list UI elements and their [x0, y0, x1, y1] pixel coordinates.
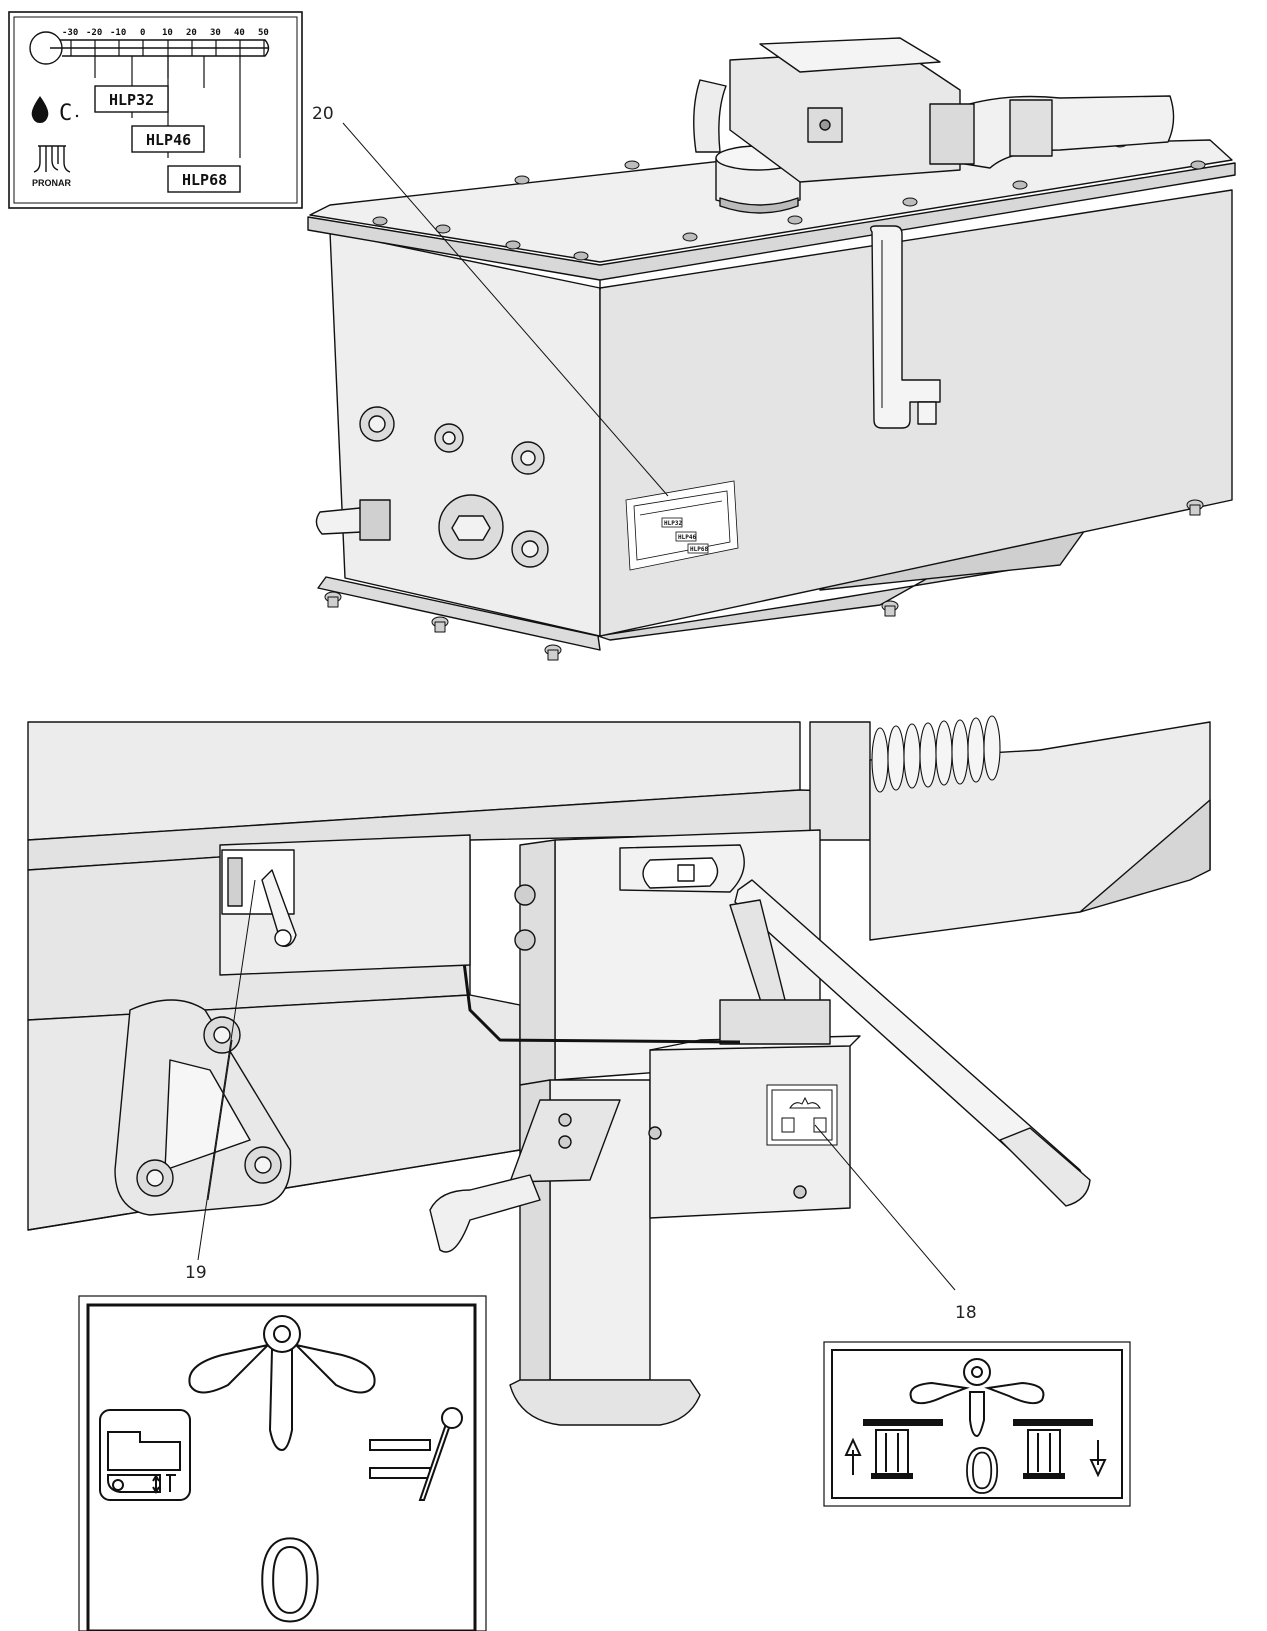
lever-sticker-18-detail: 0: [823, 1341, 1131, 1508]
pump-lever-positions-icon: [909, 1358, 1045, 1438]
lever-positions-icon: [188, 1315, 376, 1452]
spring: [871, 715, 1001, 793]
support-leg-assembly: [27, 715, 1211, 1426]
scale-tick: 50: [258, 28, 269, 38]
temperature-label-detail: -30 -20 -10 0 10 20 30 40 50 HLP32 HLP46…: [8, 11, 303, 209]
oil-grade-label-2: HLP46: [146, 131, 191, 149]
pump-neutral-position-symbol: 0: [963, 1437, 1001, 1507]
tank-sticker-grade-2: HLP46: [678, 534, 696, 541]
degree-celsius-symbol: C: [59, 101, 72, 126]
oil-grade-box-2: [131, 125, 205, 153]
tank-sticker-grade-3: HLP68: [690, 546, 708, 553]
hydraulic-tank: [307, 37, 1236, 661]
raise-leg-icon: [844, 1419, 943, 1479]
thermometer-icon: [29, 31, 270, 65]
scale-tick: -10: [110, 28, 126, 38]
scale-tick: 0: [140, 28, 145, 38]
callout-19: 19: [185, 879, 256, 1283]
temperature-scale-ticks: -30 -20 -10 0 10 20 30 40 50: [62, 28, 269, 38]
callout-19-number: 19: [185, 1263, 207, 1283]
scale-tick: 10: [162, 28, 173, 38]
scale-tick: 30: [210, 28, 221, 38]
callout-18: 18: [814, 1124, 977, 1323]
oil-drop-icon: [31, 96, 49, 123]
pronar-logo-icon: [33, 145, 71, 173]
lower-leg-icon: [1013, 1419, 1107, 1479]
scale-tick: 20: [186, 28, 197, 38]
scale-tick: -20: [86, 28, 102, 38]
oil-grade-label-1: HLP32: [109, 91, 154, 109]
lever-sticker-19-detail: 0: [78, 1295, 487, 1631]
oil-grade-box-1: [94, 85, 169, 113]
callout-18-number: 18: [955, 1303, 977, 1323]
callout-20: 20: [312, 104, 669, 497]
oil-grade-label-3: HLP68: [182, 171, 227, 189]
lever-neutral-position-symbol: 0: [255, 1518, 325, 1631]
pronar-brand-text: PRONAR: [32, 178, 72, 188]
callout-20-number: 20: [312, 104, 334, 124]
lever-equals-icon: [369, 1407, 463, 1501]
drive-engage-icon: [99, 1409, 191, 1501]
tank-sticker-temperature: HLP32 HLP46 HLP68: [625, 480, 739, 571]
scale-tick: -30: [62, 28, 78, 38]
tank-sticker-grade-1: HLP32: [664, 520, 682, 527]
pump-block-sticker: [766, 1084, 838, 1146]
scale-tick: 40: [234, 28, 245, 38]
oil-grade-box-3: [167, 165, 241, 193]
